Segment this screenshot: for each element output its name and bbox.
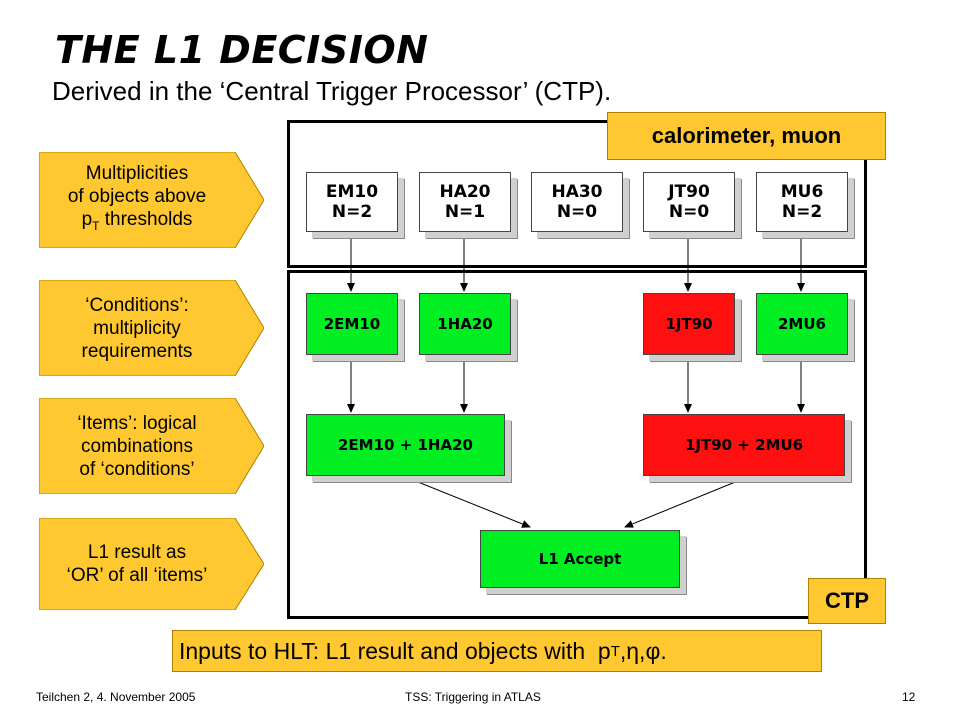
condition-1jt90: 1JT90 [643,293,735,355]
item-2em10-1ha20: 2EM10 + 1HA20 [306,414,505,476]
multiplicity-count: N=2 [781,202,823,222]
multiplicity-count: N=2 [331,202,373,222]
side-label-items: ‘Items’: logical combinations of ‘condit… [39,398,264,494]
condition-2mu6: 2MU6 [756,293,848,355]
side-label-line: of ‘conditions’ [79,458,195,480]
multiplicity-name: HA30 [551,182,603,202]
side-label-conditions: ‘Conditions’: multiplicity requirements [39,280,264,376]
hlt-text: Inputs to HLT: L1 result and objects wit… [179,637,611,664]
side-label-shape [39,152,264,248]
multiplicity-name: JT90 [668,182,710,202]
footer-left: Teilchen 2, 4. November 2005 [36,690,196,704]
side-label-shape [39,280,264,376]
pt-subscript: T [92,218,100,233]
inputs-tag: calorimeter, muon [607,112,886,160]
side-label-multiplicities: Multiplicities of objects above pT thres… [39,152,264,248]
page-subtitle: Derived in the ‘Central Trigger Processo… [52,76,612,106]
ctp-tag: CTP [808,578,886,624]
item-1jt90-2mu6: 1JT90 + 2MU6 [643,414,845,476]
condition-2em10: 2EM10 [306,293,398,355]
side-label-line: ‘Items’: logical [77,412,197,434]
side-label-line: L1 result as [87,542,187,563]
side-label-shape [39,398,264,494]
side-label-text: Multiplicities of objects above pT thres… [39,152,235,248]
multiplicity-count: N=0 [668,202,710,222]
l1-accept: L1 Accept [480,530,680,588]
side-label-line: Multiplicities [85,163,189,185]
side-label-line: combinations [81,435,193,457]
footer-center: TSS: Triggering in ATLAS [405,690,541,704]
footer-page-number: 12 [902,690,916,704]
pt-symbol: p [81,209,93,231]
side-label-text: L1 result as ‘OR’ of all ‘items’ [39,518,235,610]
condition-1ha20: 1HA20 [419,293,511,355]
page-title: THE L1 DECISION [55,28,429,72]
side-label-text: ‘Items’: logical combinations of ‘condit… [39,398,235,494]
multiplicity-count: N=0 [556,202,598,222]
hlt-symbols: ,η,φ. [619,637,667,664]
side-label-line: of objects above [67,186,207,208]
multiplicity-name: MU6 [780,182,824,202]
side-label-line: ‘OR’ of all ‘items’ [66,565,208,586]
multiplicity-name: HA20 [439,182,491,202]
multiplicity-count: N=1 [444,202,486,222]
multiplicity-name: EM10 [325,182,379,202]
side-label-shape [39,518,264,610]
side-label-text: ‘Conditions’: multiplicity requirements [39,280,235,376]
side-label-line: requirements [81,340,193,362]
side-label-result: L1 result as ‘OR’ of all ‘items’ [39,518,264,610]
arrow-item1-to-accept [407,477,531,528]
side-label-line: multiplicity [93,317,181,339]
side-label-line-end: thresholds [99,209,193,231]
side-label-line: pT thresholds [68,208,206,238]
hlt-inputs-note: Inputs to HLT: L1 result and objects wit… [172,630,822,672]
side-label-line: ‘Conditions’: [85,294,189,316]
arrow-item2-to-accept [624,477,746,528]
hlt-pt-subscript: T [610,642,620,660]
